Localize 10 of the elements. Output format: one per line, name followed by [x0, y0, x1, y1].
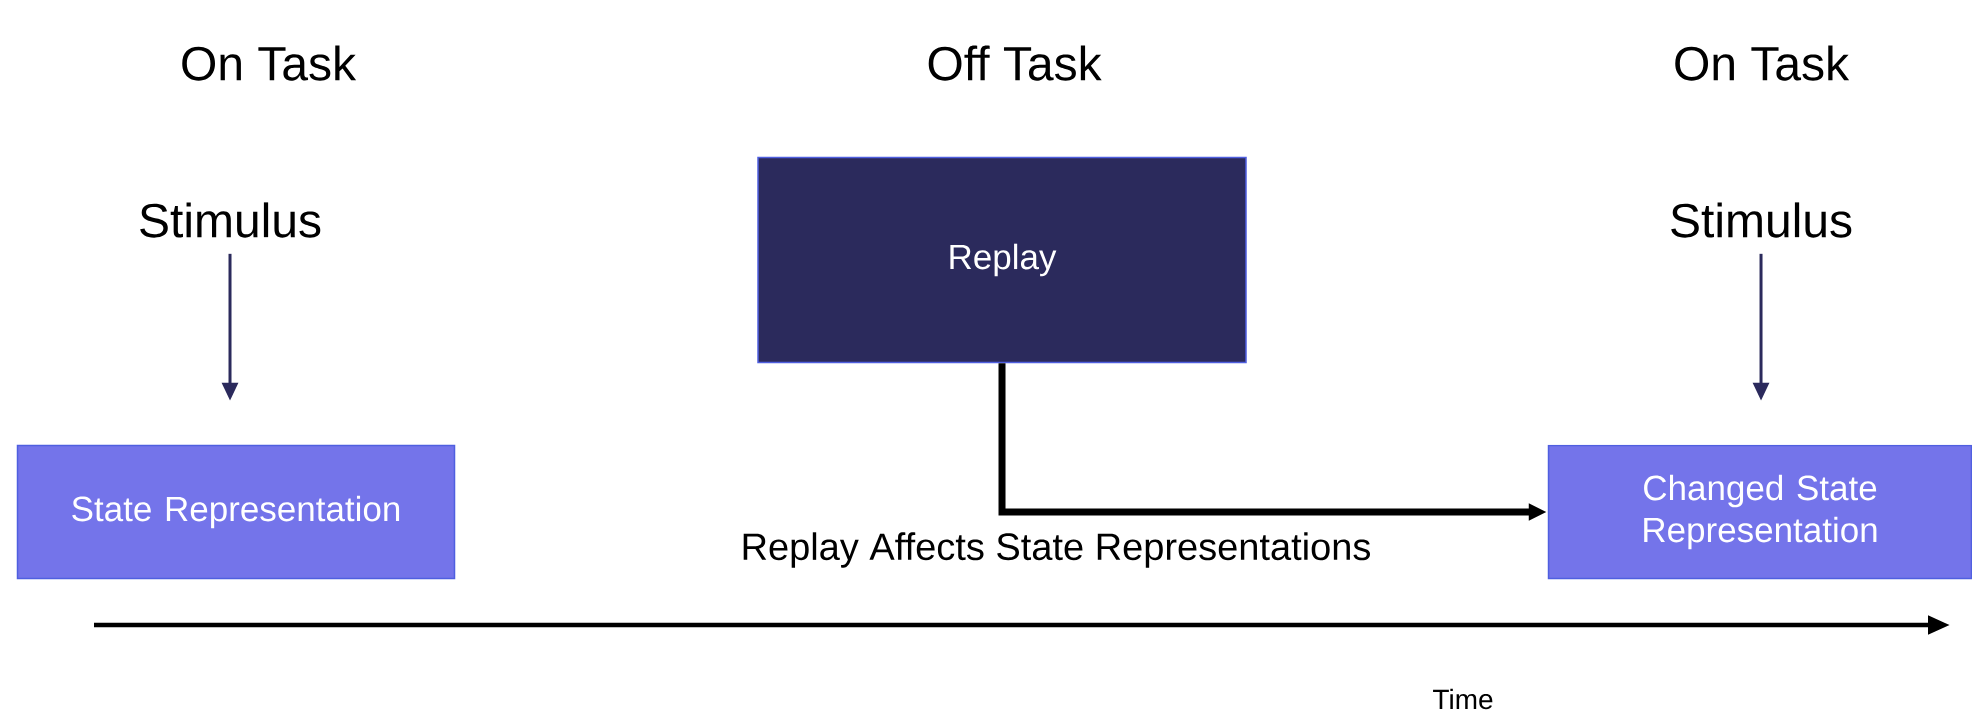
edge-label: Replay Affects State Representations [738, 530, 1374, 570]
phase-heading: On Task [182, 45, 357, 81]
replay-box: Replay [757, 156, 1247, 364]
state-box: State Representation [16, 444, 456, 580]
stimulus-label: Stimulus [140, 202, 321, 238]
stimulus-label: Stimulus [1671, 202, 1852, 238]
time-label: Time [1433, 688, 1493, 710]
state-box: Changed State Representation [1547, 444, 1972, 580]
phase-heading: Off Task [928, 45, 1102, 81]
phase-heading: On Task [1675, 45, 1850, 81]
